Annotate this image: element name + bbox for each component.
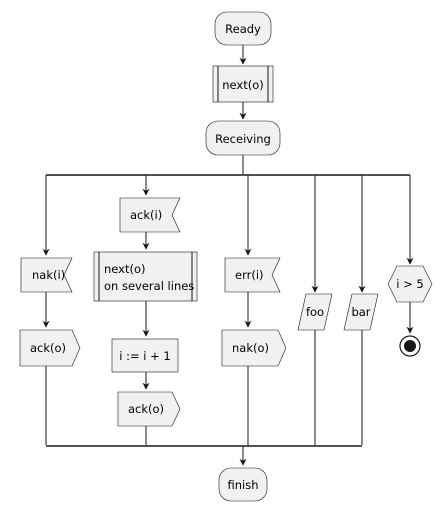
node-ack-o-left-label: ack(o)	[30, 341, 66, 355]
node-finish-label: finish	[227, 478, 258, 492]
node-nak-o: nak(o)	[221, 329, 287, 367]
stop-node	[399, 335, 421, 357]
node-receiving: Receiving	[205, 120, 281, 156]
node-foo: foo	[297, 293, 333, 331]
node-finish: finish	[218, 467, 268, 502]
node-nak-i-label: nak(i)	[32, 268, 65, 282]
node-next-multiline: next(o) on several lines	[93, 251, 198, 302]
node-nak-o-label: nak(o)	[232, 341, 269, 355]
node-ready-label: Ready	[225, 22, 261, 36]
node-ready: Ready	[214, 11, 272, 46]
node-err-i: err(i)	[224, 257, 281, 293]
node-ack-o-mid-label: ack(o)	[128, 402, 164, 416]
node-ack-o-mid: ack(o)	[117, 391, 181, 427]
node-err-i-label: err(i)	[235, 268, 264, 282]
node-receiving-label: Receiving	[215, 132, 271, 146]
node-condition: i > 5	[387, 265, 433, 303]
node-next-multiline-line1: next(o)	[104, 262, 146, 276]
node-foo-label: foo	[306, 305, 324, 319]
node-ack-i-label: ack(i)	[130, 208, 162, 222]
node-ack-o-left: ack(o)	[19, 329, 81, 367]
node-bar-label: bar	[351, 305, 370, 319]
node-next: next(o)	[212, 65, 274, 103]
node-next-label: next(o)	[222, 78, 264, 92]
node-assign-label: i := i + 1	[119, 349, 170, 363]
node-condition-label: i > 5	[396, 277, 423, 291]
node-next-multiline-line2: on several lines	[104, 279, 194, 293]
node-nak-i: nak(i)	[20, 257, 73, 293]
node-bar: bar	[343, 293, 379, 331]
node-assign: i := i + 1	[111, 338, 179, 373]
node-ack-i: ack(i)	[119, 197, 181, 233]
